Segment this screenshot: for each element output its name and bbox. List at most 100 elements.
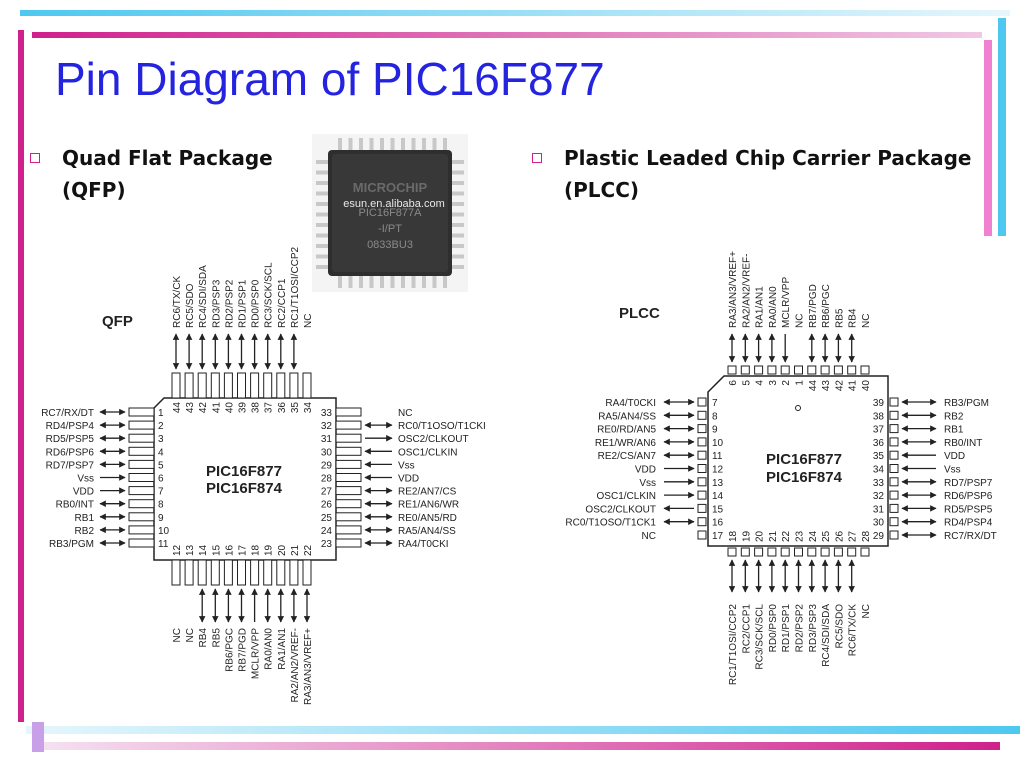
qfp-pin-pad	[128, 499, 155, 509]
plcc-pin-number: 21	[768, 530, 779, 542]
plcc-pin-name: OSC2/CLKOUT	[585, 504, 656, 515]
qfp-pin-number: 23	[321, 539, 333, 550]
plcc-pin-name: RB3/PGM	[944, 398, 989, 409]
qfp-pin-name: RD3/PSP3	[211, 279, 222, 328]
chip-lead	[432, 274, 437, 288]
qfp-pin-name: OSC2/CLKOUT	[398, 434, 469, 445]
plcc-pin-name: RC4/SDI/SDA	[821, 604, 832, 667]
qfp-pin-pad	[223, 559, 233, 586]
qfp-pin-name: NC	[398, 408, 412, 419]
chip-lead	[450, 244, 464, 248]
plcc-pin-number: 42	[834, 380, 845, 392]
plcc-pin-pad	[740, 547, 750, 557]
plcc-pin-number: 32	[873, 491, 885, 502]
qfp-pin-name: RB1	[75, 513, 95, 524]
plcc-pin-name: RD4/PSP4	[944, 518, 993, 529]
plcc-pin-pad	[697, 477, 707, 487]
chip-lead	[380, 138, 384, 152]
plcc-pin-name: RB0/INT	[944, 438, 982, 449]
qfp-pin-number: 18	[251, 544, 262, 556]
chip-lead	[401, 274, 405, 288]
plcc-pin-number: 7	[712, 398, 718, 409]
plcc-pin-name: RD3/PSP3	[808, 604, 819, 653]
plcc-pin-pad	[889, 517, 899, 527]
qfp-pin-number: 17	[238, 544, 249, 556]
qfp-pin-number: 30	[321, 447, 333, 458]
qfp-pin-pad	[263, 372, 273, 399]
qfp-pin-number: 8	[158, 500, 164, 511]
qfp-pin-number: 28	[321, 474, 333, 485]
plcc-pin-pad	[697, 464, 707, 473]
qfp-pin-name: RA5/AN4/SS	[398, 526, 456, 537]
plcc-pin-pad	[697, 530, 707, 540]
plcc-pin-pad	[820, 547, 830, 557]
qfp-pin-number: 33	[321, 408, 333, 419]
plcc-pin-number: 13	[712, 478, 724, 489]
chip-lead	[450, 160, 464, 164]
plcc-pin-name: RD7/PSP7	[944, 478, 993, 489]
plcc-pin-pad	[727, 547, 737, 557]
plcc-pin-pad	[889, 397, 899, 407]
bottom-lavender-block	[32, 722, 44, 752]
qfp-pin-number: 34	[303, 402, 314, 414]
qfp-pin-number: 22	[303, 544, 314, 556]
plcc-pin-number: 15	[712, 504, 724, 515]
plcc-pin-name: RA2/AN2/VREF-	[741, 254, 752, 328]
qfp-pin-name: RE2/AN7/CS	[398, 487, 457, 498]
right-cyan-bar	[998, 18, 1006, 236]
plcc-pin-pad	[889, 490, 899, 500]
qfp-pin-name: Vss	[77, 474, 94, 485]
qfp-pin-pad	[335, 420, 362, 430]
chip-lead	[348, 274, 353, 288]
qfp-pin-diagram: QFPPIC16F877PIC16F8741RC7/RX/DT2RD4/PSP4…	[41, 246, 486, 705]
left-magenta-bar	[18, 30, 24, 722]
qfp-pin-name: VDD	[398, 474, 419, 485]
plcc-pin-number: 33	[873, 478, 885, 489]
bottom-magenta-bar	[44, 742, 1000, 750]
qfp-pin-pad	[171, 372, 181, 399]
qfp-pin-name: MCLR/VPP	[251, 628, 262, 679]
plcc-pin-number: 23	[795, 530, 806, 542]
plcc-pin-number: 9	[712, 425, 718, 436]
qfp-pin-number: 40	[224, 402, 235, 414]
plcc-pin-number: 10	[712, 438, 724, 449]
plcc-pin-pad	[860, 365, 870, 375]
chip-lead	[316, 191, 330, 196]
chip-lead	[450, 233, 464, 238]
plcc-pin-number: 43	[821, 380, 832, 392]
plcc-pin-number: 22	[781, 530, 792, 542]
plcc-pin-number: 36	[873, 438, 885, 449]
plcc-pin-number: 2	[781, 380, 792, 386]
plcc-pin-number: 1	[795, 380, 806, 386]
chip-lead	[390, 138, 395, 152]
plcc-pin-number: 25	[821, 530, 832, 542]
qfp-pin-number: 9	[158, 513, 164, 524]
qfp-pin-name: RD4/PSP4	[46, 421, 95, 432]
qfp-pin-name: RC5/SDO	[185, 283, 196, 328]
plcc-pin-name: RA5/AN4/SS	[598, 411, 656, 422]
plcc-pin-name: RE0/RD/AN5	[597, 425, 656, 436]
plcc-pin-name: RB5	[834, 308, 845, 328]
qfp-pin-number: 44	[172, 402, 183, 414]
plcc-pin-name: RD1/PSP1	[781, 604, 792, 653]
qfp-pin-number: 1	[158, 408, 164, 419]
qfp-pin-name: Vss	[398, 460, 415, 471]
plcc-pin-pad	[794, 547, 803, 557]
bullet-qfp-abbr: QFP	[71, 178, 117, 202]
plcc-pin-pad	[697, 410, 707, 420]
plcc-pin-name: RB1	[944, 425, 964, 436]
qfp-pin-pad	[128, 538, 155, 548]
plcc-pin-name: MCLR/VPP	[781, 277, 792, 328]
chip-line-2: -I/PT	[378, 223, 402, 235]
chip-lead	[380, 274, 384, 288]
plcc-pin-pad	[889, 530, 899, 540]
chip-lead	[443, 138, 447, 152]
chip-lead	[316, 212, 330, 217]
qfp-pin-name: RD5/PSP5	[46, 434, 95, 445]
plcc-pin-name: Vss	[639, 478, 656, 489]
chip-brand: MICROCHIP	[353, 180, 428, 195]
plcc-pin-name: RC7/RX/DT	[944, 531, 997, 542]
qfp-pin-name: NC	[185, 628, 196, 642]
qfp-pin-pad	[250, 372, 260, 399]
qfp-pin-name: RB0/INT	[56, 500, 94, 511]
